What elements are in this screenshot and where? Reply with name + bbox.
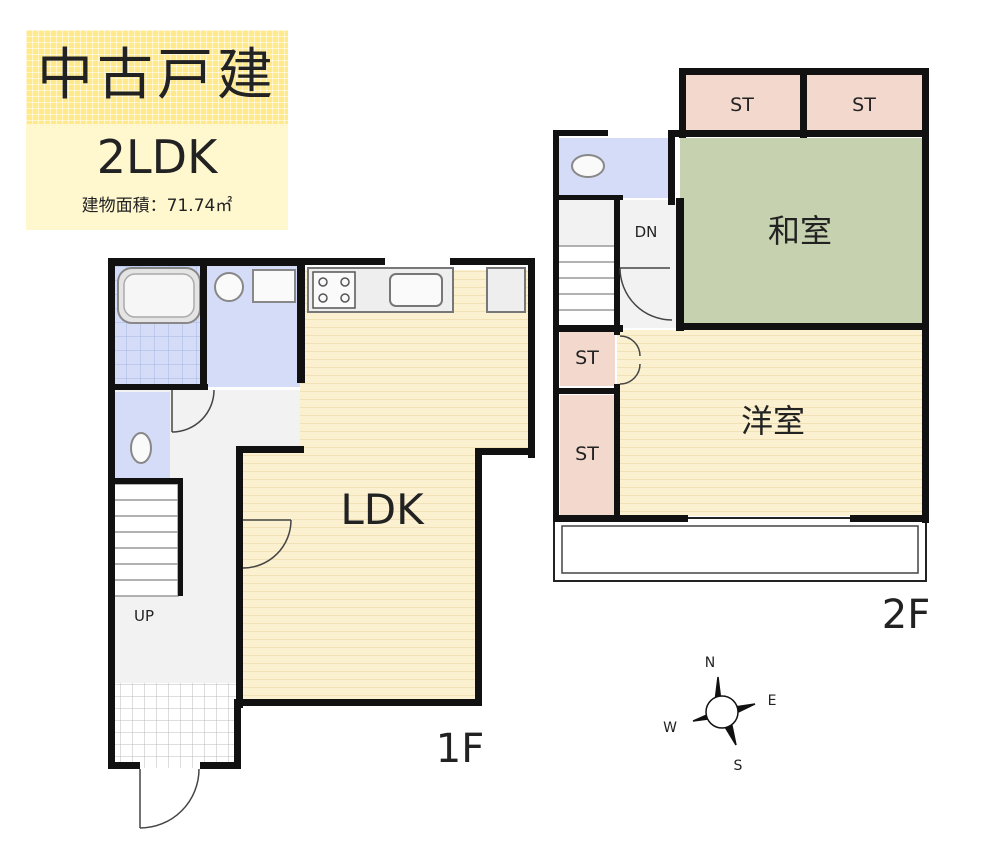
toilet-1f: [130, 432, 152, 464]
st-top-left-label: ST: [730, 94, 754, 116]
toilet-2f: [571, 154, 605, 178]
yoshitsu-label: 洋室: [741, 402, 805, 440]
yoshitsu-floor: [617, 330, 923, 516]
kitchen-sink: [389, 273, 443, 307]
ldk-floor: [240, 270, 530, 703]
closet-st-top-right: [807, 74, 922, 134]
listing-title: 中古戸建: [37, 43, 277, 108]
st-low-label: ST: [575, 443, 599, 465]
washing-machine: [214, 272, 244, 302]
st-top-right-label: ST: [852, 94, 876, 116]
balcony-inner: [561, 525, 919, 574]
first-floor-doors: [139, 389, 292, 829]
ldk-label: LDK: [340, 485, 425, 534]
st-mid-label: ST: [575, 347, 599, 369]
compass-s: S: [734, 758, 743, 774]
gas-stove: [312, 271, 356, 309]
stairs-1f: [112, 483, 179, 597]
second-floor-walls: [553, 68, 929, 523]
floor-area: 建物面積：71.74㎡: [81, 196, 233, 216]
vanity: [252, 269, 296, 303]
second-floor: [553, 68, 929, 582]
washitsu-label: 和室: [768, 212, 832, 250]
layout-type: 2LDK: [96, 130, 218, 184]
compass-w: W: [663, 720, 677, 736]
first-floor-walls: [108, 258, 535, 769]
bathtub-inner: [123, 273, 195, 318]
compass-n: N: [705, 655, 715, 671]
second-floor-doors: [619, 267, 673, 385]
stairs-2f: [557, 245, 617, 327]
compass-e: E: [768, 693, 777, 709]
genkan-floor: [113, 683, 240, 768]
title-band: 中古戸建: [26, 30, 288, 124]
dn-label: DN: [635, 223, 658, 241]
first-floor: [108, 258, 535, 829]
closet-st-low: [560, 395, 615, 515]
stairs-1f-treads: [113, 499, 178, 581]
header-card: 中古戸建 2LDK 建物面積：71.74㎡: [26, 30, 288, 230]
floor-1f-label: 1F: [436, 726, 484, 772]
balcony: [553, 517, 927, 582]
closet-st-top-left: [683, 74, 800, 134]
subtitle-band: 2LDK 建物面積：71.74㎡: [26, 124, 288, 230]
refrigerator: [486, 267, 526, 313]
stairs-2f-treads: [558, 261, 616, 311]
closet-st-mid: [560, 332, 615, 386]
compass-rose-icon: [692, 676, 756, 746]
washitsu-floor: [680, 138, 923, 325]
floor-2f-label: 2F: [882, 592, 930, 638]
up-label: UP: [134, 607, 154, 625]
